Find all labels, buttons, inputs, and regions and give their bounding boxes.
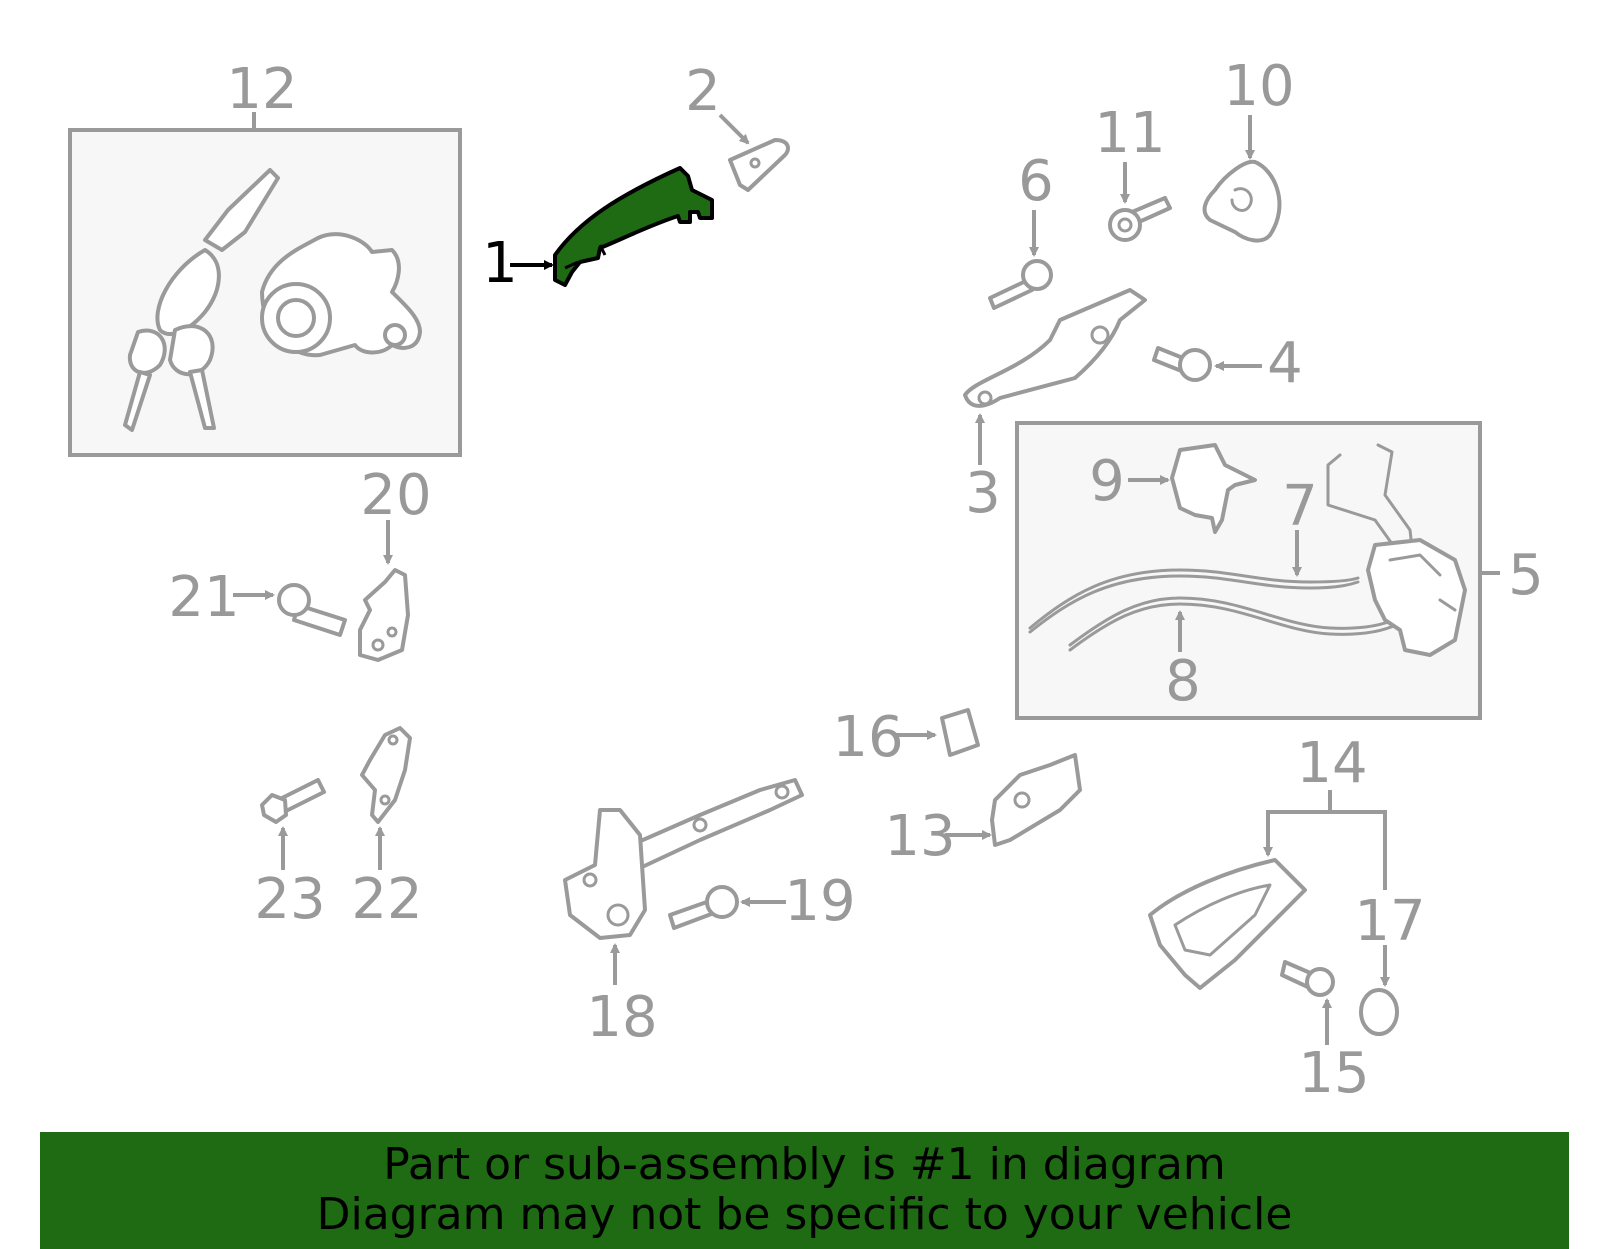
clip-part-16 xyxy=(940,708,980,757)
notice-banner: Part or sub-assembly is #1 in diagram Di… xyxy=(40,1132,1569,1249)
bolt-part-6 xyxy=(988,259,1053,310)
bolt-part-19 xyxy=(668,885,739,930)
lock-actuator-part-5 xyxy=(1326,443,1467,657)
banner-line-2: Diagram may not be specific to your vehi… xyxy=(316,1189,1293,1240)
callout-10: 10 xyxy=(1223,54,1294,119)
callout-8: 8 xyxy=(1165,649,1201,714)
cap-part-17 xyxy=(1359,988,1399,1036)
callout-11: 11 xyxy=(1094,101,1165,166)
door-check-part-18 xyxy=(563,778,804,940)
lock-cylinder-drawing xyxy=(260,232,422,358)
cover-part-9 xyxy=(1170,443,1257,534)
callout-20: 20 xyxy=(360,463,431,528)
screw-part-15 xyxy=(1280,960,1335,997)
bolt-part-4 xyxy=(1152,346,1212,382)
callout-22: 22 xyxy=(351,867,422,932)
callout-15: 15 xyxy=(1298,1041,1369,1106)
banner-line-1: Part or sub-assembly is #1 in diagram xyxy=(383,1139,1226,1190)
key-set-drawing xyxy=(123,168,280,432)
callout-16: 16 xyxy=(832,705,903,770)
callout-4: 4 xyxy=(1267,331,1303,396)
callout-23: 23 xyxy=(254,867,325,932)
striker-part-10 xyxy=(1202,159,1282,243)
callout-9: 9 xyxy=(1089,449,1125,514)
bolt-part-11 xyxy=(1108,196,1172,242)
callout-13: 13 xyxy=(884,804,955,869)
callout-6: 6 xyxy=(1018,149,1054,214)
callout-14: 14 xyxy=(1296,731,1367,796)
callout-17: 17 xyxy=(1354,889,1425,954)
callout-12: 12 xyxy=(226,57,297,122)
callout-3: 3 xyxy=(965,461,1001,526)
cable-part-8 xyxy=(1068,596,1400,647)
callout-18: 18 xyxy=(586,985,657,1050)
inside-handle-part-14 xyxy=(1148,858,1307,990)
bolt-part-23 xyxy=(260,778,326,824)
cable-part-7 xyxy=(1028,568,1360,630)
callout-2: 2 xyxy=(685,59,721,124)
handle-bracket-part-3 xyxy=(963,288,1147,408)
outside-handle-part-1 xyxy=(553,166,714,287)
hinge-bracket-part-22 xyxy=(360,726,412,824)
callout-1: 1 xyxy=(482,231,518,296)
callout-7: 7 xyxy=(1282,474,1318,539)
bezel-part-13 xyxy=(990,753,1082,847)
callout-19: 19 xyxy=(784,869,855,934)
hinge-bracket-part-20 xyxy=(358,568,410,662)
bolt-part-21 xyxy=(277,583,347,637)
callout-21: 21 xyxy=(168,565,239,630)
callout-5: 5 xyxy=(1508,543,1544,608)
